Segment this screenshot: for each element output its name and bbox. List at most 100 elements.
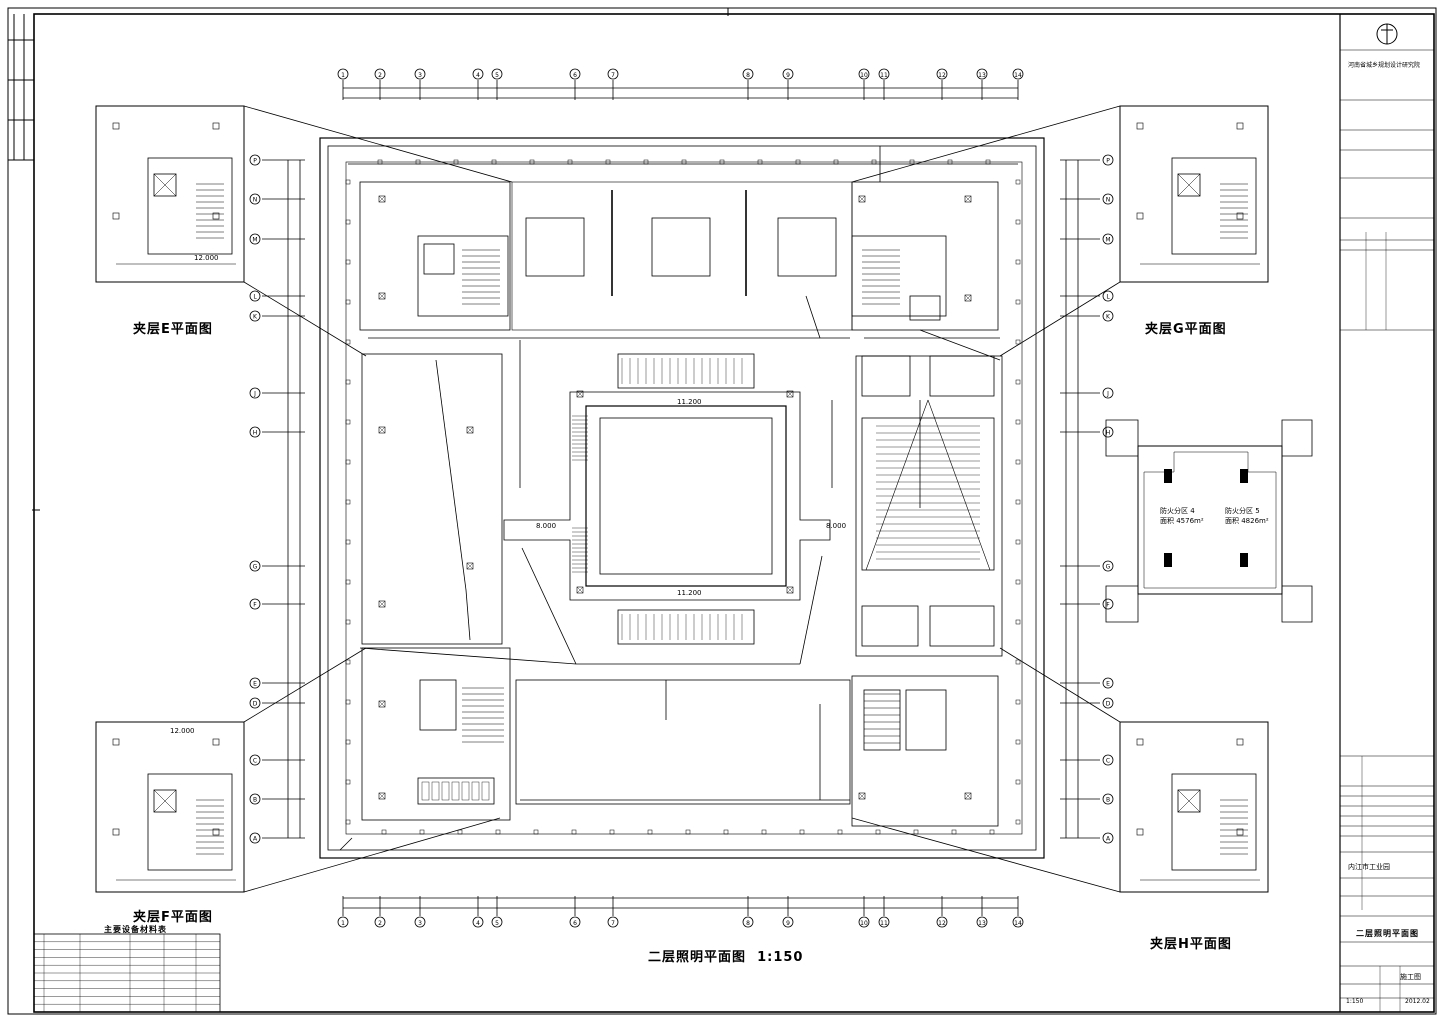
company-name: 河南省城乡规划设计研究院 [1348, 62, 1421, 69]
light-fixture-x [378, 792, 386, 800]
axis-bubble-right [1102, 426, 1114, 438]
date-cell: 2012.02 [1405, 998, 1430, 1005]
axis-bubble-top [374, 68, 386, 80]
light-fixture [989, 829, 995, 835]
axis-bubble-bottom [936, 916, 948, 928]
axis-label: D [1106, 701, 1111, 708]
axis-bubble-left [249, 426, 261, 438]
stair-core-nw [417, 235, 509, 317]
light-fixture [719, 159, 725, 165]
light-fixture [345, 499, 351, 505]
lighting-circuit [805, 295, 821, 339]
axis-bubble-right [1102, 290, 1114, 302]
axis-label: 9 [786, 72, 790, 79]
light-fixture [378, 600, 386, 608]
light-fixture [466, 426, 474, 434]
axis-label: 8 [746, 72, 750, 79]
light-fixture-x [786, 390, 794, 398]
light-fixture [567, 159, 573, 165]
light-fixture [212, 828, 220, 836]
drawing-name: 二层照明平面图 [1356, 929, 1419, 938]
light-fixture [1015, 459, 1021, 465]
light-fixture [415, 159, 421, 165]
stair-core [147, 157, 233, 255]
toilet-stall [421, 781, 430, 801]
lighting-circuit [919, 329, 1001, 361]
axis-label: E [1106, 681, 1110, 688]
light-fixture [685, 829, 691, 835]
axis-bubble-right [1102, 233, 1114, 245]
stair-core [147, 773, 233, 871]
axis-label: H [253, 430, 258, 437]
scale-cell: 1:150 [1346, 998, 1364, 1005]
axis-label: C [253, 758, 257, 765]
room-nw [359, 181, 511, 331]
elevation-label: 8.000 [826, 522, 847, 530]
light-fixture-x [466, 426, 474, 434]
axis-bubble-bottom [491, 916, 503, 928]
light-fixture [1015, 379, 1021, 385]
light-fixture [466, 562, 474, 570]
axis-bubble-top [414, 68, 426, 80]
room-north [511, 181, 853, 331]
light-fixture [453, 159, 459, 165]
axis-bubble-right [1102, 193, 1114, 205]
inset-title-g: 夹层G平面图 [1145, 322, 1227, 337]
axis-bubble-left [249, 290, 261, 302]
axis-label: M [1105, 237, 1110, 244]
axis-label: M [252, 237, 257, 244]
axis-bubble-bottom [1012, 916, 1024, 928]
fire-zone-number: 5 [1255, 507, 1260, 515]
main-title-text: 二层照明平面图 [648, 950, 747, 965]
axis-label: 13 [978, 72, 986, 79]
axis-label: 4 [476, 920, 480, 927]
light-fixture [345, 339, 351, 345]
elevator-x [1177, 173, 1201, 197]
axis-label: L [253, 294, 257, 301]
light-fixture [1136, 828, 1144, 836]
axis-label: D [253, 701, 258, 708]
inset-e-frame [95, 105, 245, 283]
west-hall [361, 353, 503, 645]
light-fixture [1015, 219, 1021, 225]
axis-bubble-left [249, 697, 261, 709]
stage: 施工图 [1400, 973, 1421, 981]
fire-zone-core-marker [1164, 553, 1172, 567]
toilet-stall [471, 781, 480, 801]
callout-line [243, 105, 513, 183]
elevator-shaft [153, 173, 177, 197]
light-fixture [964, 294, 972, 302]
light-fixture [1136, 212, 1144, 220]
light-fixture [345, 779, 351, 785]
floor-slab-edge [345, 161, 1023, 835]
lighting-circuit [521, 547, 577, 665]
callout-line [243, 647, 367, 723]
room-se [851, 675, 999, 827]
light-fixture [212, 122, 220, 130]
light-fixture [571, 829, 577, 835]
axis-label: J [1106, 391, 1109, 398]
inset-g-frame [1119, 105, 1269, 283]
inset-title-e: 夹层E平面图 [133, 322, 213, 337]
light-fixture [858, 792, 866, 800]
room-small [929, 355, 995, 397]
east-stair [861, 417, 995, 571]
light-fixture [457, 829, 463, 835]
light-fixture [1015, 259, 1021, 265]
light-fixture [345, 699, 351, 705]
axis-label: B [253, 797, 257, 804]
axis-bubble-bottom [742, 916, 754, 928]
fire-zone-key-plan [1105, 419, 1313, 623]
axis-label: N [1106, 197, 1111, 204]
light-fixture [1015, 699, 1021, 705]
axis-bubble-top [607, 68, 619, 80]
stair-diagonal [927, 399, 991, 571]
light-fixture [757, 159, 763, 165]
light-fixture [345, 259, 351, 265]
fire-zone-name: 防火分区 [1225, 507, 1253, 515]
light-fixture [112, 738, 120, 746]
light-fixture-x [378, 600, 386, 608]
light-fixture [1015, 419, 1021, 425]
stair-core [1171, 157, 1257, 255]
